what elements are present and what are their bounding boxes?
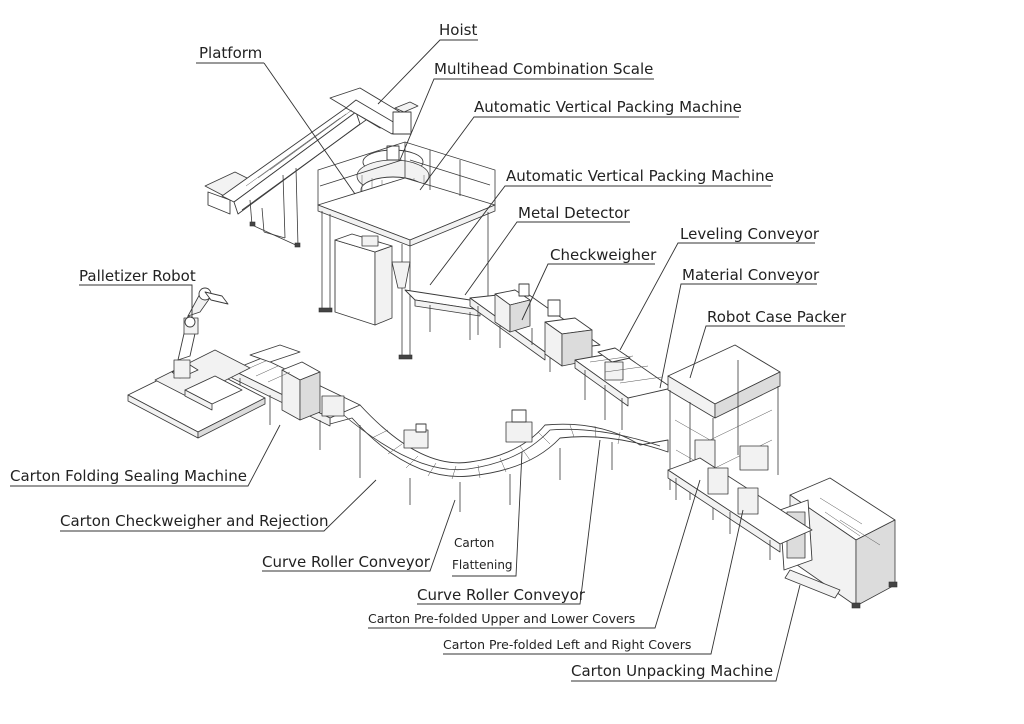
machinery-drawing: [127, 87, 898, 609]
label-prefolded-upper-lower: Carton Pre-folded Upper and Lower Covers: [368, 611, 635, 626]
label-leveling-conveyor: Leveling Conveyor: [680, 225, 820, 243]
label-prefolded-left-right: Carton Pre-folded Left and Right Covers: [443, 637, 691, 652]
output-conveyor: [404, 289, 481, 340]
label-material-conveyor: Material Conveyor: [682, 266, 820, 284]
palletizer-robot-machine: [127, 287, 266, 439]
detector-checkweigher-line: [469, 283, 601, 372]
label-metal-detector: Metal Detector: [518, 204, 630, 222]
leveling-material-conveyor: [574, 347, 673, 430]
label-carton-folding-sealing: Carton Folding Sealing Machine: [10, 467, 247, 485]
label-carton-flattening-line1: Carton: [454, 536, 494, 550]
leader-lines: [10, 39, 845, 682]
label-carton-checkweigher-rejection: Carton Checkweigher and Rejection: [60, 512, 329, 530]
labels: Hoist Platform Multihead Combination Sca…: [10, 21, 847, 680]
label-hoist: Hoist: [439, 21, 477, 39]
label-platform: Platform: [199, 44, 262, 62]
label-carton-unpacking: Carton Unpacking Machine: [571, 662, 773, 680]
carton-unpacking-machine: [779, 477, 898, 609]
label-curve-roller-conveyor-2: Curve Roller Conveyor: [417, 586, 586, 604]
label-robot-case-packer: Robot Case Packer: [707, 308, 847, 326]
carton-sealing-machine: [231, 344, 361, 450]
carton-prefold-line: [667, 457, 813, 560]
hoist-machine: [204, 87, 419, 248]
label-carton-flattening-line2: Flattening: [452, 558, 513, 572]
label-checkweigher: Checkweigher: [550, 246, 657, 264]
label-vertical-packing-1: Automatic Vertical Packing Machine: [474, 98, 742, 116]
platform-structure: [317, 141, 496, 360]
label-multihead-scale: Multihead Combination Scale: [434, 60, 653, 78]
label-curve-roller-conveyor-1: Curve Roller Conveyor: [262, 553, 431, 571]
curve-roller-conveyors: [329, 404, 669, 512]
label-palletizer-robot: Palletizer Robot: [79, 267, 196, 285]
label-vertical-packing-2: Automatic Vertical Packing Machine: [506, 167, 774, 185]
